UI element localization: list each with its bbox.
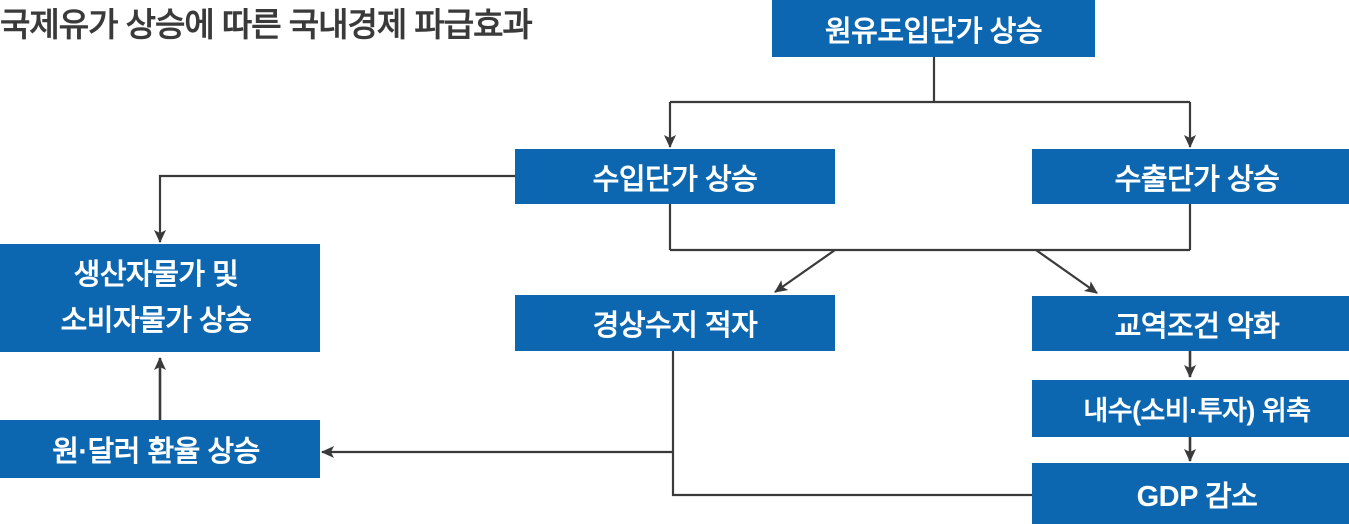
node-label: 원·달러 환율 상승 [52,436,260,468]
node-label: 내수(소비·투자) 위축 [1083,396,1311,426]
node-won-dollar-exchange-rate-rise[interactable]: 원·달러 환율 상승 [0,420,320,478]
node-label: 수출단가 상승 [1114,163,1280,196]
node-label: 원유도입단가 상승 [825,15,1043,48]
edge-account-down [671,351,1032,497]
node-label: 경상수지 적자 [592,310,758,342]
node-current-account-deficit[interactable]: 경상수지 적자 [515,295,835,351]
node-export-price-rise[interactable]: 수출단가 상승 [1032,149,1349,204]
node-import-price-rise[interactable]: 수입단가 상승 [515,149,835,204]
edge-import-to-prices [154,174,515,243]
node-crude-oil-import-price[interactable]: 원유도입단가 상승 [772,0,1095,57]
edge-to-terms [1035,249,1098,294]
node-label: GDP 감소 [1136,480,1258,513]
node-producer-consumer-price-rise[interactable]: 생산자물가 및 소비자물가 상승 [0,244,320,352]
node-label: 교역조건 악화 [1114,310,1280,343]
node-label-line1: 생산자물가 및 [73,259,239,291]
node-domestic-demand-contraction[interactable]: 내수(소비·투자) 위축 [1032,380,1349,437]
node-terms-of-trade-worsening[interactable]: 교역조건 악화 [1032,296,1349,351]
edge-to-account [774,249,836,293]
node-label-line2: 소비자물가 상승 [60,305,252,337]
page-title: 국제유가 상승에 따른 국내경제 파급효과 [0,6,533,43]
node-gdp-decrease[interactable]: GDP 감소 [1032,463,1349,524]
node-label: 수입단가 상승 [592,163,758,196]
